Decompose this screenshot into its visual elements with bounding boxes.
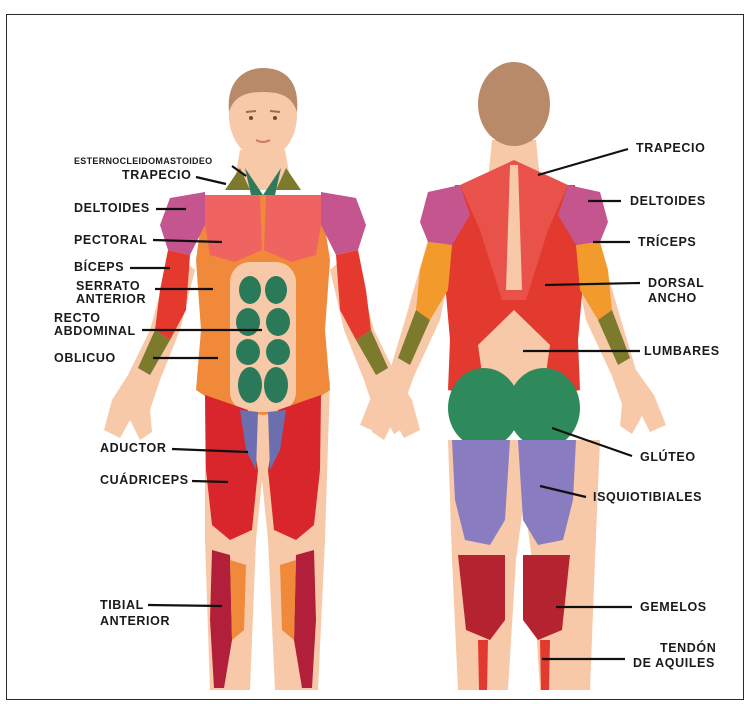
- label-cuadriceps: CUÁDRICEPS: [100, 473, 189, 488]
- label-front-trapecio: TRAPECIO: [122, 168, 191, 183]
- label-tibial-2: ANTERIOR: [100, 614, 170, 629]
- label-oblicuo: OBLICUO: [54, 351, 116, 366]
- back-left-triceps: [416, 242, 452, 320]
- label-dorsal-1: DORSAL: [648, 276, 704, 291]
- back-left-tendon: [478, 640, 488, 690]
- front-left-pectoral: [205, 195, 262, 262]
- label-gluteo: GLÚTEO: [640, 450, 696, 465]
- label-back-trapecio: TRAPECIO: [636, 141, 705, 156]
- front-right-pectoral: [264, 195, 321, 262]
- label-tibial-1: TIBIAL: [100, 598, 144, 613]
- label-back-deltoides: DELTOIDES: [630, 194, 706, 209]
- front-right-biceps: [336, 250, 371, 340]
- label-front-deltoides: DELTOIDES: [74, 201, 150, 216]
- front-right-shin-muscle: [280, 560, 296, 640]
- label-esternocleidomastoideo: ESTERNOCLEIDOMASTOIDEO: [74, 154, 212, 169]
- label-lumbares: LUMBARES: [644, 344, 720, 359]
- back-right-gluteus: [508, 368, 580, 448]
- front-left-shin-muscle: [230, 560, 246, 640]
- label-biceps: BÍCEPS: [74, 260, 124, 275]
- label-tendon-2: DE AQUILES: [633, 656, 715, 671]
- label-isquiotibiales: ISQUIOTIBIALES: [593, 490, 702, 505]
- back-head: [478, 62, 550, 146]
- label-tendon-1: TENDÓN: [660, 641, 716, 656]
- front-left-biceps: [155, 250, 190, 340]
- label-recto-2: ABDOMINAL: [54, 324, 136, 339]
- label-gemelos: GEMELOS: [640, 600, 707, 615]
- label-aductor: ADUCTOR: [100, 441, 166, 456]
- label-dorsal-2: ANCHO: [648, 291, 697, 306]
- back-right-triceps: [576, 242, 612, 320]
- label-pectoral: PECTORAL: [74, 233, 147, 248]
- label-triceps: TRÍCEPS: [638, 235, 696, 250]
- back-figure: [360, 62, 666, 690]
- back-right-tendon: [540, 640, 550, 690]
- label-serrato-2: ANTERIOR: [76, 292, 146, 307]
